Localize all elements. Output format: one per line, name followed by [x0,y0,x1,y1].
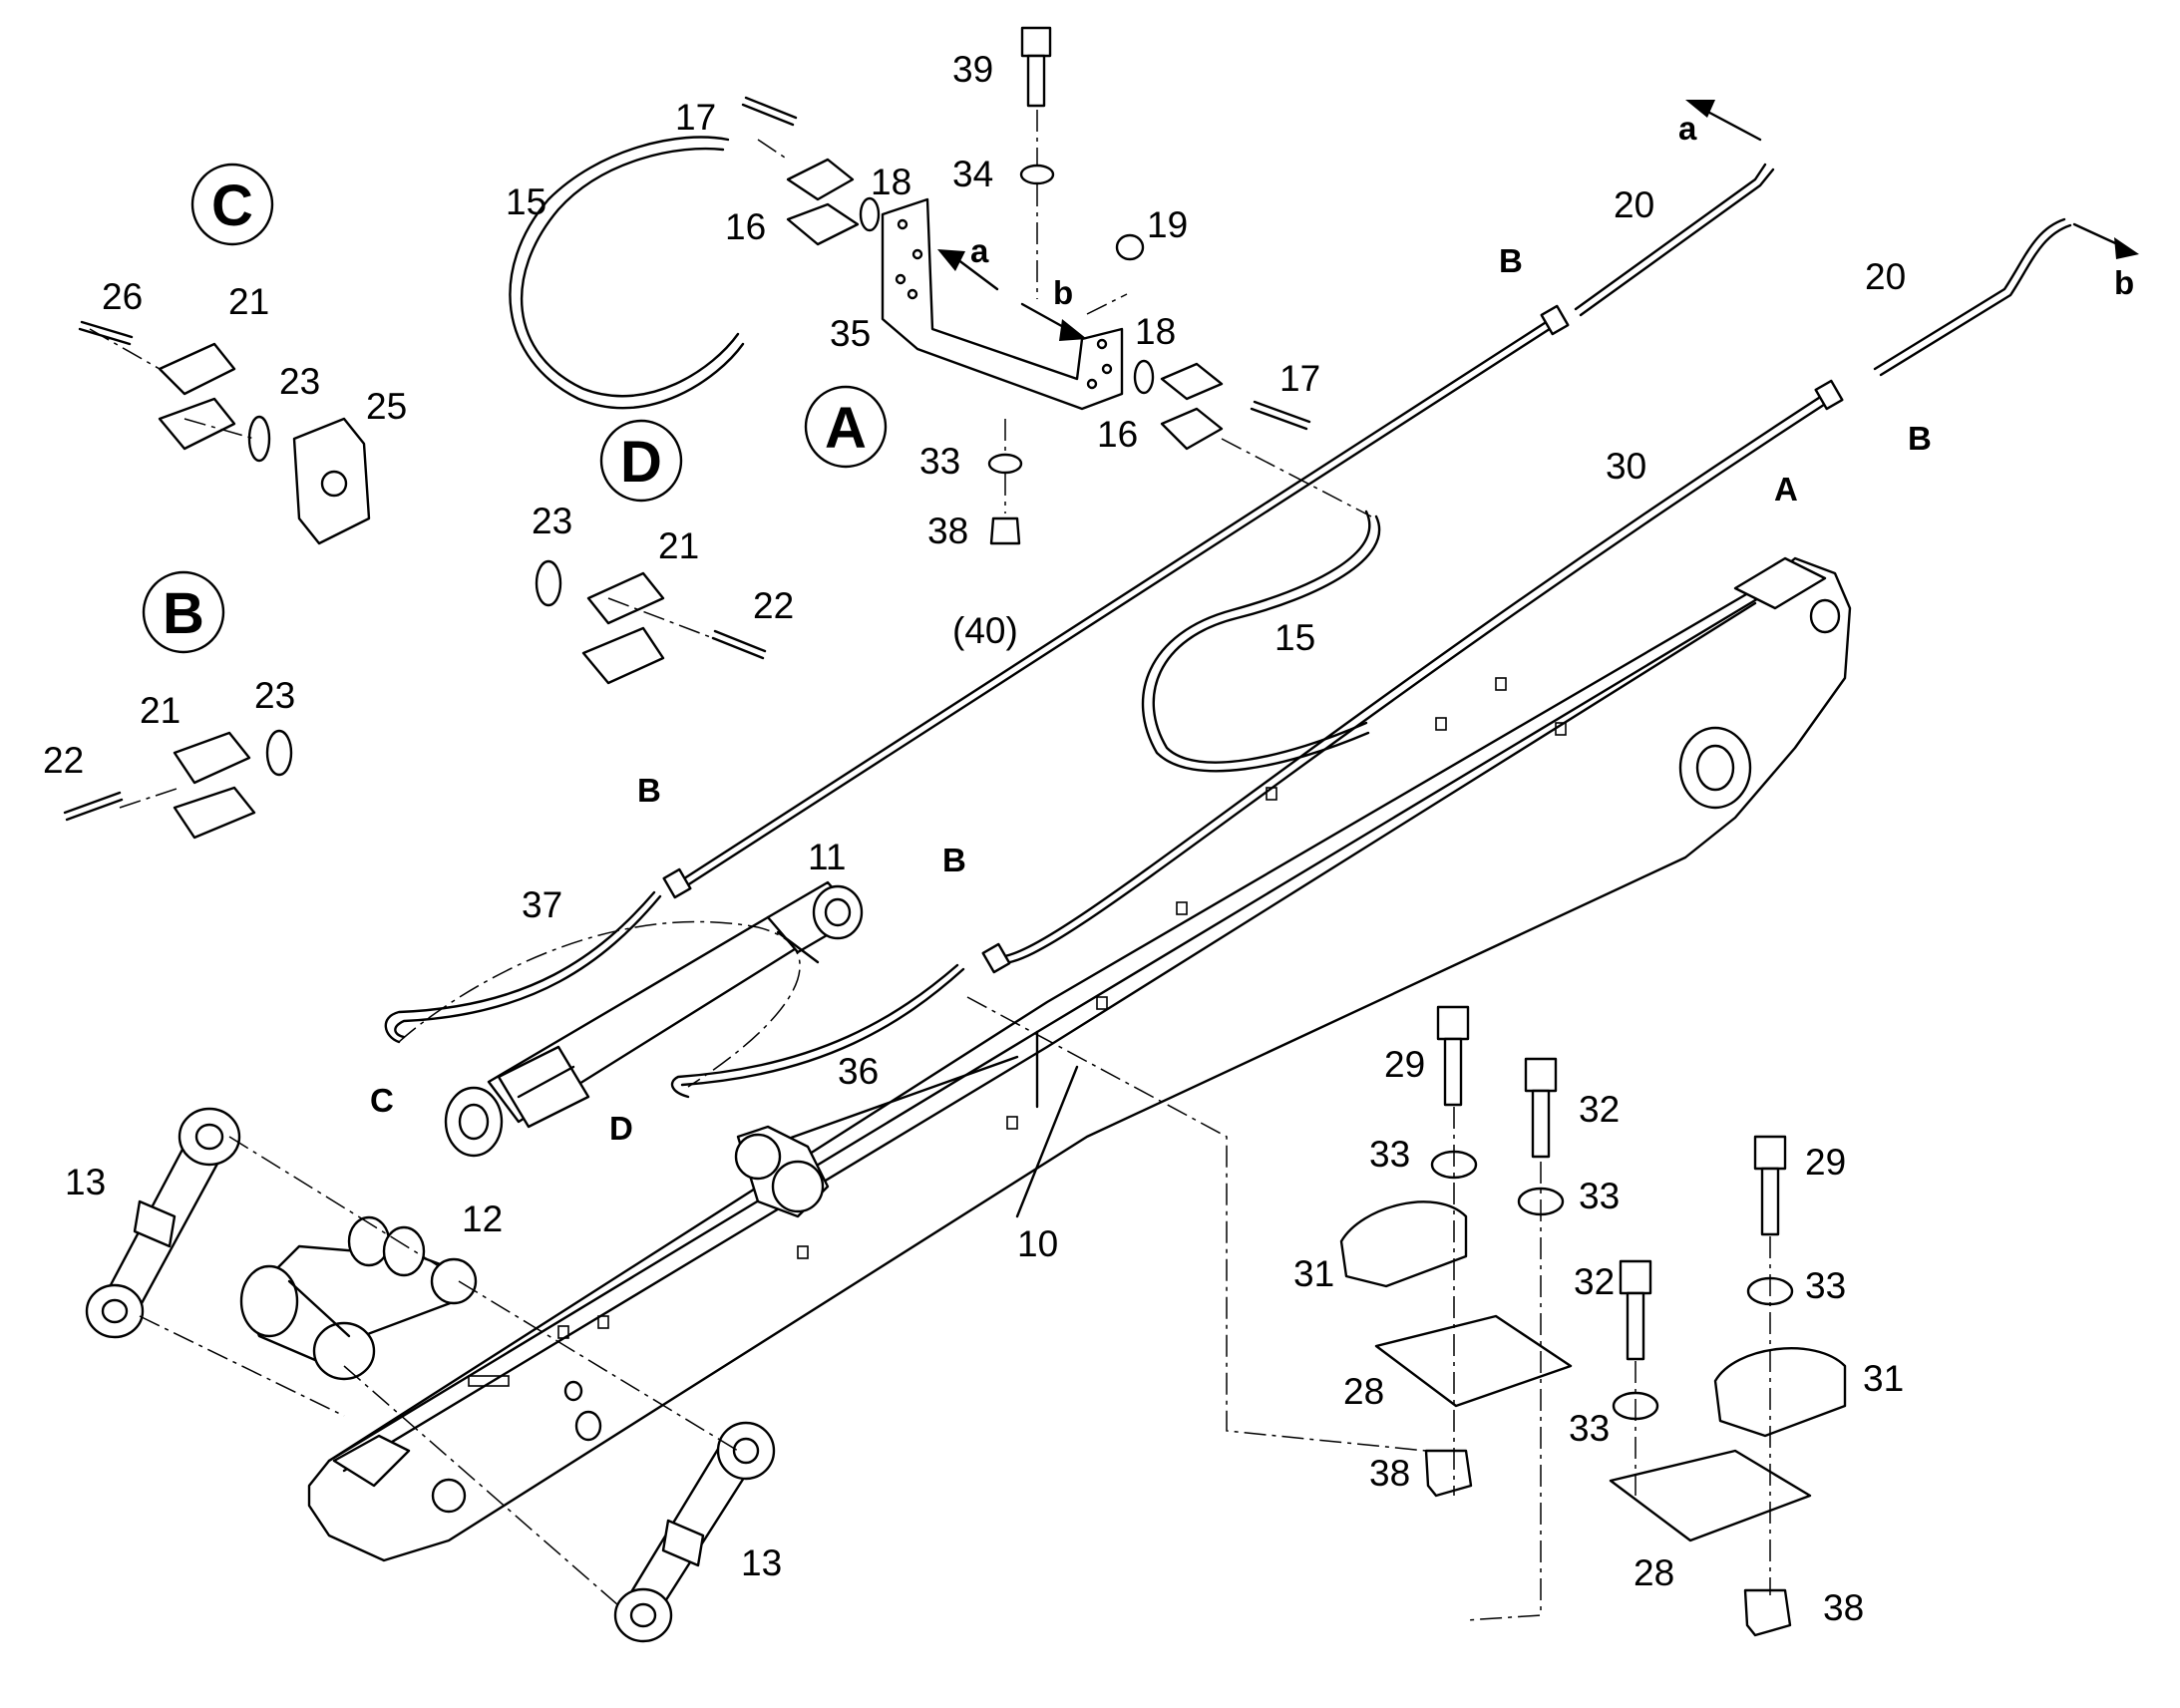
callout-38-right: 38 [1823,1587,1864,1628]
callout-16-top: 16 [725,206,766,247]
detail-marker-D-ring [599,419,683,503]
callout-33-left-a: 33 [1369,1134,1410,1175]
detail-marker-C-ring [190,163,274,246]
detail-marker-A-ring [804,385,888,469]
callout-13-lower: 13 [741,1542,782,1583]
connector-a-top: a [1678,110,1697,147]
detail-A-mounting-bracket [741,26,1311,545]
callout-15-top: 15 [506,181,546,222]
callout-26: 26 [102,276,143,317]
connector-B-pipe-mid: B [942,842,966,878]
callout-10: 10 [1017,1223,1058,1264]
callout-20-upper: 20 [1614,184,1654,225]
detail-marker-B-ring [142,570,225,654]
callout-33-top: 33 [919,441,960,482]
link-part-13-upper [85,1107,241,1339]
detail-marker-A: A [825,396,867,461]
callout-16-right: 16 [1097,414,1138,455]
part-callouts: 39 34 17 15 16 18 19 35 18 17 16 33 38 2… [43,49,1906,1628]
callout-23-B: 23 [254,675,295,716]
connector-a-bracket: a [970,232,989,269]
connector-A-boom: A [1774,471,1798,508]
callout-33-right-a: 33 [1805,1265,1846,1306]
callout-21-D: 21 [658,525,699,566]
callout-18-top: 18 [871,162,911,202]
callout-31-left: 31 [1293,1253,1334,1294]
connector-letters: a b a b B B B B A C D [370,110,2134,1147]
connector-b-bracket: b [1053,274,1073,311]
hoses-and-pipes [384,136,2072,1099]
detail-marker-C: C [211,173,253,238]
callout-12: 12 [462,1198,503,1239]
flow-arrows [937,100,2139,341]
detail-D-flange [535,559,767,685]
link-part-13-lower [613,1421,776,1643]
bracket-part-12 [239,1215,478,1381]
callout-36: 36 [838,1051,879,1092]
cylinder-part-11 [444,880,864,1158]
callout-22-B: 22 [43,740,84,781]
callout-22-D: 22 [753,585,794,626]
callout-23-C: 23 [279,361,320,402]
detail-marker-B: B [163,581,204,646]
callout-38-left: 38 [1369,1453,1410,1494]
clamp-assembly-right [1609,1135,1847,1637]
callout-32-right: 32 [1574,1261,1615,1302]
callout-20-lower: 20 [1865,256,1906,297]
callout-23-D: 23 [532,501,572,541]
callout-21-B: 21 [140,690,181,731]
detail-marker-D: D [620,430,662,495]
callout-29-left: 29 [1384,1044,1425,1085]
callout-18-right: 18 [1135,311,1176,352]
callout-15-lower: 15 [1274,617,1315,658]
callout-35: 35 [830,313,871,354]
clamp-assembly-left [1339,1005,1573,1498]
callout-40: (40) [952,610,1018,651]
callout-28-left: 28 [1343,1371,1384,1412]
detail-view-markers: C D B A [142,163,888,654]
dash-dot-leaders [89,110,1771,1621]
connector-D-hose: D [609,1110,633,1147]
connector-b-top: b [2114,264,2134,301]
callout-13-upper: 13 [65,1162,106,1202]
callout-33-left-b: 33 [1579,1176,1620,1216]
callout-25: 25 [366,386,407,427]
connector-C-hose: C [370,1082,394,1119]
boom-holes [468,677,1567,1387]
callout-21-C: 21 [228,281,269,322]
connector-B-pipe-top: B [1499,242,1523,279]
connector-B-pipe-right: B [1908,420,1932,457]
detail-B-flange [63,729,293,840]
callout-30: 30 [1606,446,1646,487]
callout-39: 39 [952,49,993,90]
callout-11: 11 [808,837,846,877]
callout-32-left: 32 [1579,1089,1620,1130]
callout-29-right: 29 [1805,1142,1846,1183]
connector-B-pipe-left: B [637,772,661,809]
callout-38-top: 38 [927,511,968,551]
boom-part-10 [307,556,1852,1562]
detail-C-flange [78,320,371,545]
callout-28-right: 28 [1634,1552,1674,1593]
callout-17-right: 17 [1279,358,1320,399]
callout-19: 19 [1147,204,1188,245]
callout-31-right: 31 [1863,1358,1904,1399]
callout-37: 37 [522,884,562,925]
callout-33-right-b: 33 [1569,1408,1610,1449]
callout-34: 34 [952,154,993,194]
callout-17-top: 17 [675,97,716,138]
